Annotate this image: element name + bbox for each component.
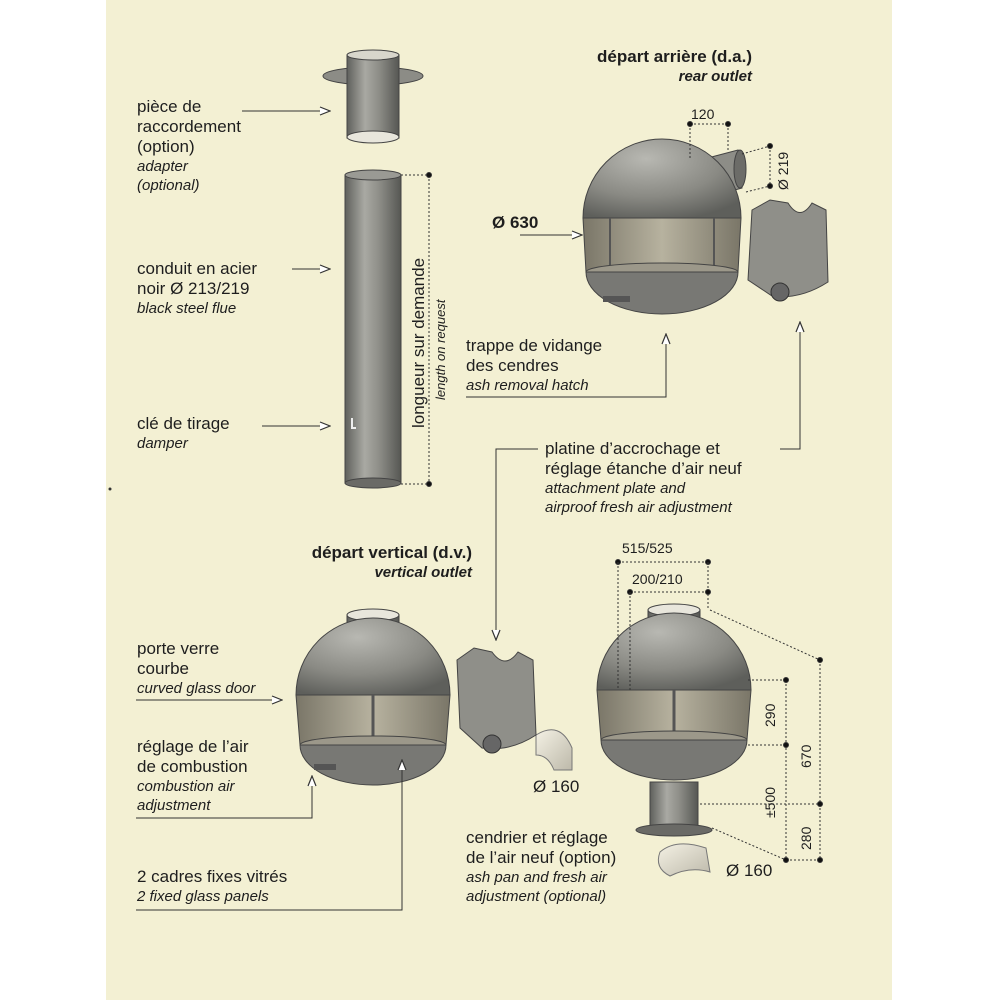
length-label-en: length on request	[433, 299, 448, 400]
glass-panels-label: 2 cadres fixes vitrés 2 fixed glass pane…	[137, 867, 288, 905]
vertical-outlet-stove-drawing	[295, 608, 451, 786]
adapter-drawing	[322, 49, 424, 144]
combustion-air-label: réglage de l’air de combustion combustio…	[137, 737, 249, 814]
glass-door-label: porte verre courbe curved glass door	[137, 639, 256, 697]
dimension-280: 280	[798, 826, 814, 850]
flue-drawing	[344, 169, 402, 489]
vertical-outlet-title: départ vertical (d.v.) vertical outlet	[311, 543, 472, 581]
ash-hatch-label: trappe de vidange des cendres ash remova…	[466, 336, 603, 394]
damper-label: clé de tirage damper	[137, 414, 230, 452]
rear-outlet-stove-drawing	[582, 138, 747, 315]
length-dimension-line	[401, 172, 432, 487]
dimension-160-right: Ø 160	[726, 861, 773, 880]
stove-dimensions	[615, 559, 823, 863]
dimension-500: ±500	[762, 786, 778, 818]
paper-sheet	[106, 0, 892, 1000]
dimension-200: 200/210	[632, 571, 683, 587]
adapter-label: pièce de raccordement (option) adapter (…	[137, 97, 241, 194]
damper-handle-icon	[351, 418, 356, 429]
panels-arrow	[136, 760, 402, 911]
attachment-plate-label: platine d’accrochage et réglage étanche …	[545, 439, 742, 516]
length-label: longueur sur demande	[409, 257, 428, 428]
ash-pan-label: cendrier et réglage de l’air neuf (optio…	[466, 828, 617, 905]
dimensioned-stove-drawing	[596, 603, 752, 877]
dimension-160-left: Ø 160	[533, 777, 580, 796]
rear-outlet-title: départ arrière (d.a.) rear outlet	[597, 47, 752, 85]
rear-attachment-plate-drawing	[747, 199, 829, 302]
dimension-670: 670	[798, 744, 814, 768]
rear-plate-arrow	[780, 322, 800, 450]
dimension-515: 515/525	[622, 540, 673, 556]
dimension-290: 290	[762, 703, 778, 727]
flue-label: conduit en acier noir Ø 213/219 black st…	[137, 259, 258, 317]
vertical-plate-arrow	[496, 448, 538, 640]
diameter-630-label: Ø 630	[492, 213, 539, 232]
hatch-arrow	[466, 334, 666, 398]
rear-outlet-dimensions	[687, 121, 773, 193]
combustion-arrow	[136, 776, 312, 819]
vertical-attachment-plate-drawing	[456, 647, 573, 771]
dimension-120: 120	[691, 106, 715, 122]
margin-dot	[108, 487, 112, 491]
dimension-219: Ø 219	[775, 151, 791, 190]
